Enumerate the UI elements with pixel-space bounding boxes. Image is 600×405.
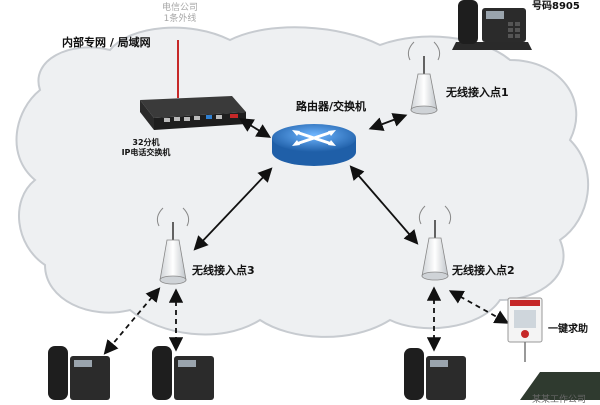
pbx-label: 32分机 IP电话交换机 [110, 138, 182, 158]
telecom-label: 电信公司 1条外线 [156, 3, 204, 25]
wireless-links [103, 286, 510, 355]
telecom-label-line2: 1条外线 [163, 14, 197, 24]
desk-phone-icon [404, 348, 466, 400]
router-label: 路由器/交换机 [296, 100, 367, 113]
telecom-label-line1: 电信公司 [161, 3, 198, 13]
network-label: 内部专网 / 局域网 [62, 36, 151, 49]
ap1-label: 无线接入点1 [446, 86, 509, 99]
access-point-icon [156, 207, 190, 285]
ap3-label: 无线接入点3 [192, 264, 255, 277]
pbx-label-line1: 32分机 [132, 138, 160, 147]
desk-phone-icon [48, 346, 110, 400]
wired-links [193, 113, 419, 251]
base-device [520, 372, 600, 400]
desk-phone-icon [452, 0, 532, 50]
pbx-device-icon [140, 96, 246, 130]
pbx-label-line2: IP电话交换机 [121, 148, 171, 157]
access-point-icon [418, 205, 452, 281]
help-button-label: 一键求助 [548, 324, 588, 335]
ap2-label: 无线接入点2 [452, 264, 515, 277]
phone-number-label: 号码8905 [532, 1, 580, 12]
access-point-icon [407, 41, 441, 115]
bottom-right-label: 某某工作公司 [532, 395, 587, 405]
router-icon [272, 124, 356, 166]
help-button-icon [507, 297, 543, 362]
network-cloud [15, 26, 590, 338]
desk-phone-icon [152, 346, 214, 400]
